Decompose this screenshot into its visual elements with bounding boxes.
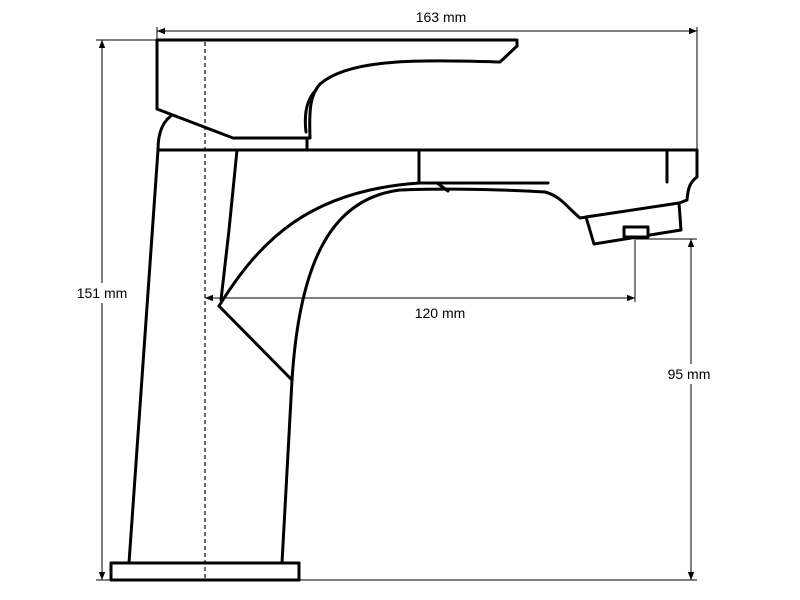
total-length-label: 163 mm [416,9,467,25]
aerator-tab [622,225,650,239]
dimension-lines [96,27,698,581]
spout-inner-curve [217,181,550,308]
spout-height-label: 95 mm [668,366,711,382]
spout-notch [435,181,450,193]
faucet-drawing [109,38,699,582]
aerator [584,201,683,246]
column-facet-line [217,304,294,382]
lever-handle [155,38,519,140]
total-height-label: 151 mm [77,285,128,301]
column-front-line [219,148,239,302]
faucet-body [127,148,699,565]
handle-groove [303,88,318,134]
spout-reach-label: 120 mm [415,305,466,321]
